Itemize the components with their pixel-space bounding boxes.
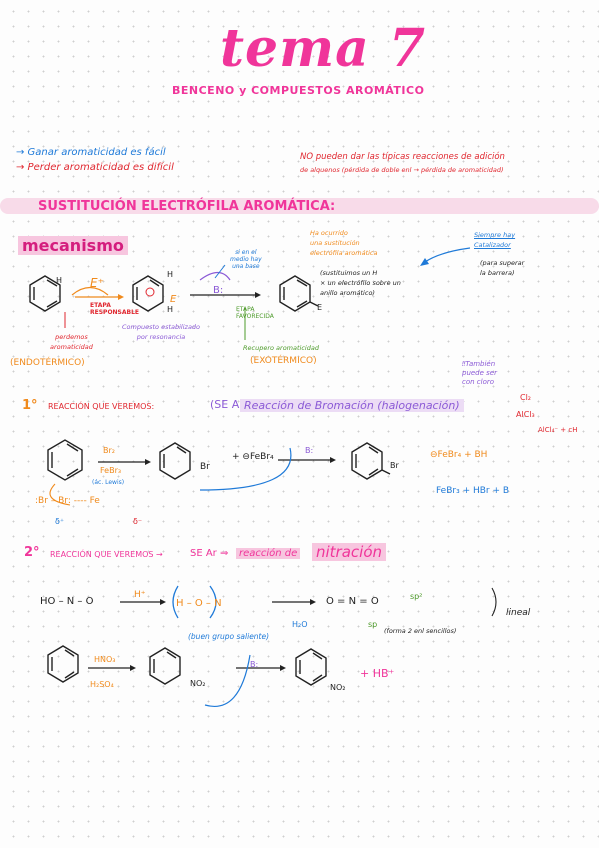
reaction1-num: 1° [22,398,38,413]
delta-minus: δ⁻ [133,517,143,526]
svg-text:H – O – N: H – O – N [176,598,222,609]
sp-label: sp [368,620,378,629]
substitution-note: (sustituimos un H× un electrófilo sobre … [320,269,401,297]
page-title: tema 7 [220,18,427,79]
h-label-2: H [167,270,174,279]
forma-note: (forma 2 enl sencillos) [384,627,457,635]
sp2-label: sp² [410,592,423,601]
reaction2-type: SE Ar ⇒ [190,548,229,559]
section-highlight [0,198,599,214]
reaction2-label: REACCIÓN QUE VEREMOS → [50,550,163,559]
bromination-diagram [47,439,391,506]
reaction2-name: nitración [312,543,387,561]
benzene-ring [29,275,61,312]
lewis-label: (ác. Lewis) [92,479,125,486]
b-label-2: B: [250,660,259,669]
hplus-label: H⁺ [134,590,146,600]
b-label-1: B: [305,446,314,455]
delta-plus: δ⁺ [55,517,65,526]
reagent-febr3: FeBr₃ [100,466,122,475]
mechanism-label: mecanismo [18,236,128,255]
reaction2-num: 2° [24,545,40,560]
hb-label: + HB⁺ [360,667,395,680]
nitronium: O = N = O [326,596,379,607]
endotermico: (ENDOTÉRMICO) [10,358,85,368]
nitration-diagram: H – O – N [47,585,497,707]
h2so4-label: H₂SO₄ [90,680,114,689]
recupero-note: Recupero aromaticidad [243,344,319,352]
h-label-1: H [56,276,63,285]
br-label-1: Br [200,462,210,472]
cl2-label: Cl₂ [520,393,532,402]
intro-note-1: NO pueden dar las típicas reacciones de … [300,152,505,162]
hno3-label: HNO₃ [94,655,116,664]
reaction2-prefix: reacción de [236,548,301,559]
h2o-label: H₂O [292,620,308,629]
intro-line-2: → Perder aromaticidad es difícil [16,162,174,173]
no2-label-2: NO₂ [330,683,346,692]
reaction1-label: REACCIÓN QUE VEREMOS: [48,402,155,411]
lewis-structure: :Br – Br: ---- Fe [35,496,100,506]
intro-line-1: → Ganar aromaticidad es fácil [16,147,166,158]
br-label-2: Br [390,461,399,470]
nitric-acid: HO – N – O [40,596,94,607]
buen-grupo-note: (buen grupo saliente) [188,632,270,641]
section-heading: SUSTITUCIÓN ELECTRÓFILA AROMÁTICA: [38,199,336,214]
reagent-br2: Br₂ [103,446,115,455]
products-bottom: FeBr₃ + HBr + B [436,486,510,496]
e-plus: E⁺ [90,276,104,290]
mechanism-diagram [29,247,471,340]
base-label: B: [213,285,224,296]
alcl4-label: AlCl₄⁻ + cH [538,426,578,434]
alcl3-label: AlCl₃ [516,410,535,419]
products-top: ⊖FeBr₄ + BH [430,450,488,460]
febr4-label: + ⊖FeBr₄ [232,452,274,462]
lineal-label: lineal [506,608,531,618]
reaction1-type: (SE Ar) [210,398,249,411]
no2-label-1: NO₂ [190,679,206,688]
exotermico: (EXOTÉRMICO) [250,356,317,366]
intro-note-2: de alquenos (pérdida de doble enl → pérd… [300,166,504,174]
reaction1-name: Reacción de Bromación (halogenación) [240,399,464,412]
page-subtitle: BENCENO y COMPUESTOS AROMÁTICO [172,84,425,97]
e-label-3: E [317,303,323,312]
e-label-2: E [170,294,177,305]
h-label-3: H [167,305,174,314]
